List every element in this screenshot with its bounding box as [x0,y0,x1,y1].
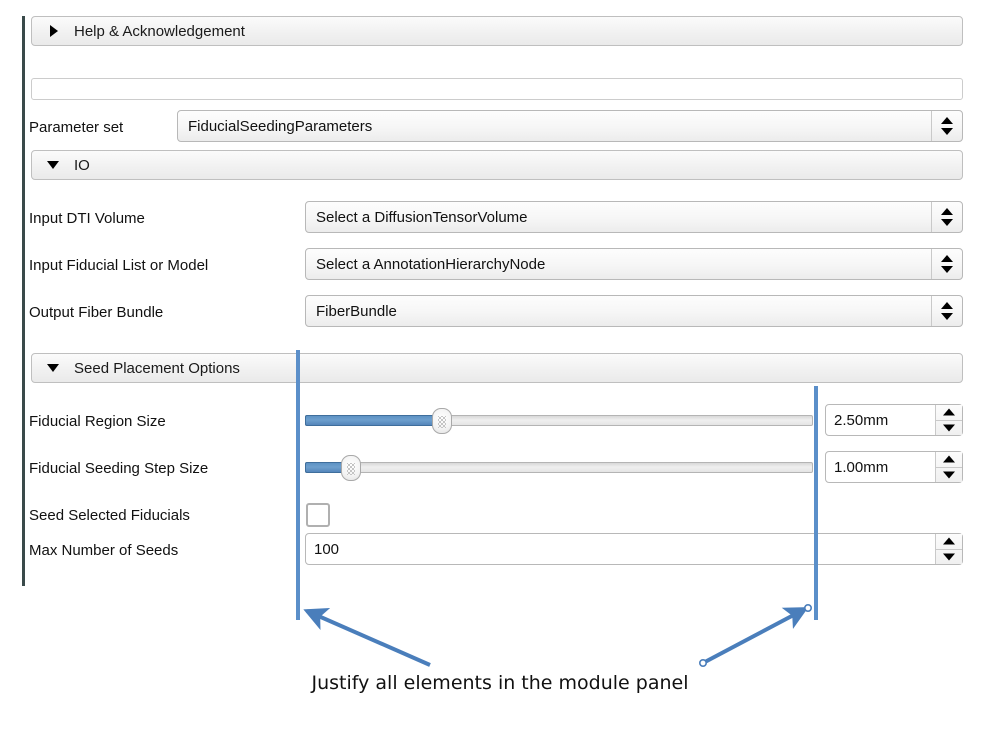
section-header-seed-placement-label: Seed Placement Options [74,359,240,377]
output-fiber-bundle-value: FiberBundle [316,302,397,320]
slider-handle[interactable] [340,455,361,481]
section-header-seed-placement[interactable]: Seed Placement Options [31,353,963,383]
arrow-right-target-handle [803,603,812,612]
seed-selected-fiducials-label: Seed Selected Fiducials [29,506,190,524]
updown-arrows-icon[interactable] [931,249,962,279]
row-fiducial-seeding-step-size: Fiducial Seeding Step Size [29,451,208,485]
output-fiber-bundle-combobox[interactable]: FiberBundle [305,295,963,327]
input-fiducial-list-or-model-label: Input Fiducial List or Model [29,256,209,274]
spinner-arrows[interactable] [935,405,962,435]
alignment-guide-left [296,350,300,620]
fiducial-region-size-value: 2.50mm [834,411,889,429]
parameter-set-row: Parameter set [29,110,123,144]
module-panel: Help & Acknowledgement Parameter set Fid… [22,16,963,586]
fiducial-seeding-step-size-label: Fiducial Seeding Step Size [29,459,209,477]
parameter-set-combobox[interactable]: FiducialSeedingParameters [177,110,963,142]
spinner-down-icon[interactable] [936,548,962,565]
max-number-of-seeds-spinbox[interactable]: 100 [305,533,963,565]
seed-selected-fiducials-checkbox[interactable] [306,503,330,527]
arrow-left [303,608,431,667]
output-fiber-bundle-label: Output Fiber Bundle [29,303,164,321]
input-dti-volume-label: Input DTI Volume [29,209,145,227]
section-header-help[interactable]: Help & Acknowledgement [31,16,963,46]
updown-arrows-icon[interactable] [931,296,962,326]
slider-handle[interactable] [432,408,453,434]
input-dti-volume-value: Select a DiffusionTensorVolume [316,208,528,226]
slider-track [305,462,813,473]
input-fiducial-list-or-model-combobox[interactable]: Select a AnnotationHierarchyNode [305,248,963,280]
spinner-arrows[interactable] [935,452,962,482]
input-dti-volume-combobox[interactable]: Select a DiffusionTensorVolume [305,201,963,233]
spinner-arrows[interactable] [935,534,962,564]
parameter-set-label: Parameter set [29,118,124,136]
spinner-down-icon[interactable] [936,419,962,436]
updown-arrows-icon[interactable] [931,202,962,232]
parameter-set-value: FiducialSeedingParameters [188,117,373,135]
fiducial-seeding-step-size-spinbox[interactable]: 1.00mm [825,451,963,483]
triangle-down-icon [47,362,60,374]
row-seed-selected-fiducials: Seed Selected Fiducials [29,498,190,532]
fiducial-region-size-slider[interactable] [305,404,813,436]
spinner-up-icon[interactable] [936,534,962,549]
row-output-fiber-bundle: Output Fiber Bundle [29,295,163,329]
triangle-right-icon [48,25,60,37]
fiducial-region-size-spinbox[interactable]: 2.50mm [825,404,963,436]
row-input-dti-volume: Input DTI Volume [29,201,145,235]
spinner-down-icon[interactable] [936,466,962,483]
fiducial-region-size-label: Fiducial Region Size [29,412,166,430]
max-number-of-seeds-label: Max Number of Seeds [29,541,179,559]
fiducial-seeding-step-size-slider[interactable] [305,451,813,483]
spinner-up-icon[interactable] [936,405,962,420]
annotation-caption: Justify all elements in the module panel [311,672,689,694]
row-max-number-of-seeds: Max Number of Seeds [29,533,178,567]
alignment-guide-right [814,386,818,620]
row-fiducial-region-size: Fiducial Region Size [29,404,166,438]
triangle-down-icon [47,159,60,171]
section-header-help-label: Help & Acknowledgement [74,22,245,40]
fiducial-seeding-step-size-value: 1.00mm [834,458,889,476]
row-input-fiducial-list-or-model: Input Fiducial List or Model [29,248,208,282]
slider-fill [305,415,443,426]
section-header-io-label: IO [74,156,90,174]
max-number-of-seeds-value: 100 [314,540,340,558]
empty-strip [31,78,963,100]
arrow-right-origin-handle [698,658,707,667]
input-fiducial-list-or-model-value: Select a AnnotationHierarchyNode [316,255,546,273]
spinner-up-icon[interactable] [936,452,962,467]
section-header-io[interactable]: IO [31,150,963,180]
updown-arrows-icon[interactable] [931,111,962,141]
arrow-right [702,607,809,665]
